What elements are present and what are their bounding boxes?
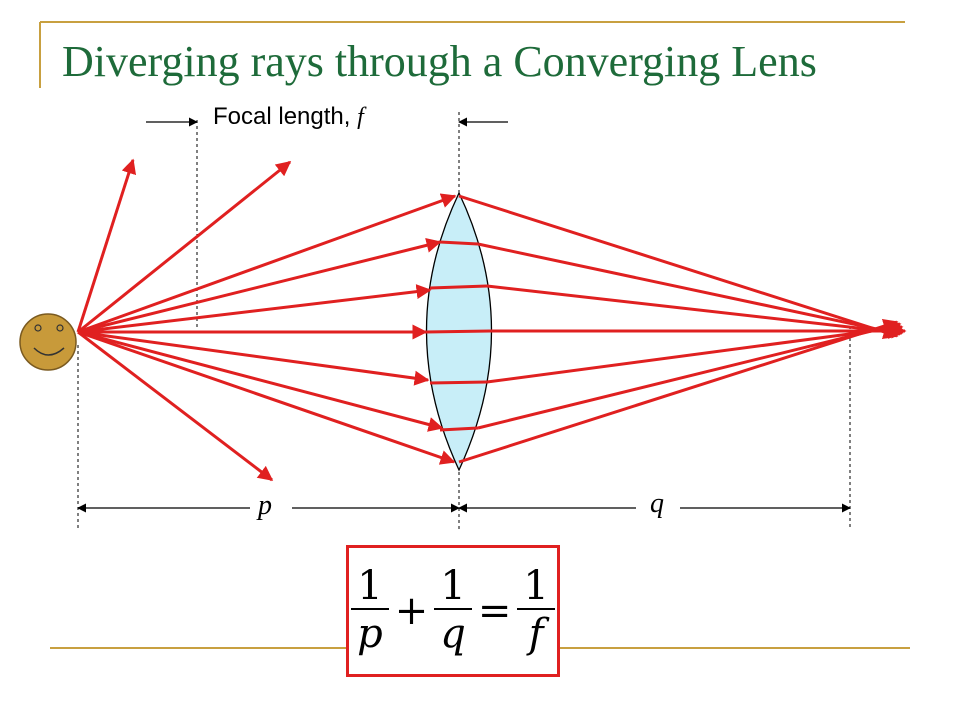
fraction-bar [351, 608, 389, 610]
lens-internal-rays [425, 240, 491, 432]
refracted-ray [486, 284, 904, 339]
incident-ray [77, 193, 457, 334]
refracted-ray [477, 242, 902, 339]
slide-title: Diverging rays through a Converging Lens [62, 37, 817, 86]
image-distance-label: q [650, 488, 664, 519]
internal-ray [429, 284, 488, 290]
incident-rays [76, 158, 457, 482]
internal-ray [425, 329, 491, 334]
plus-sign: + [394, 588, 429, 634]
denominator: q [440, 611, 466, 657]
focal-length-text: Focal length, [213, 103, 358, 130]
incident-ray [77, 330, 430, 386]
internal-ray [439, 426, 479, 432]
smiley-face-icon [19, 313, 77, 371]
focal-length-label: Focal length, f [213, 103, 364, 131]
internal-ray [429, 380, 488, 385]
denominator: f [528, 611, 544, 657]
numerator: 1 [523, 563, 549, 609]
fraction-bar [517, 608, 555, 610]
focal-length-symbol: f [357, 104, 364, 130]
incident-ray [77, 160, 292, 334]
refracted-ray [458, 318, 899, 464]
object-distance-label: p [258, 490, 272, 521]
fraction-focal: 1 f [517, 563, 555, 658]
refracted-ray [477, 319, 902, 430]
internal-ray [439, 240, 479, 246]
incident-ray [77, 330, 456, 465]
thin-lens-formula: 1 p + 1 q = 1 f [346, 545, 560, 677]
numerator: 1 [440, 563, 466, 609]
fraction-image: 1 q [434, 564, 472, 658]
incident-ray [77, 330, 274, 482]
denominator: p [357, 611, 383, 657]
equals-sign: = [477, 588, 512, 634]
fraction-object: 1 p [351, 564, 389, 658]
incident-ray [77, 237, 442, 334]
fraction-bar [434, 608, 472, 610]
refracted-ray [486, 321, 904, 384]
incident-ray [76, 158, 137, 333]
incident-ray [77, 330, 444, 432]
numerator: 1 [357, 563, 383, 609]
refracted-rays [458, 194, 907, 464]
refracted-ray [458, 194, 899, 340]
incident-ray [77, 284, 432, 334]
